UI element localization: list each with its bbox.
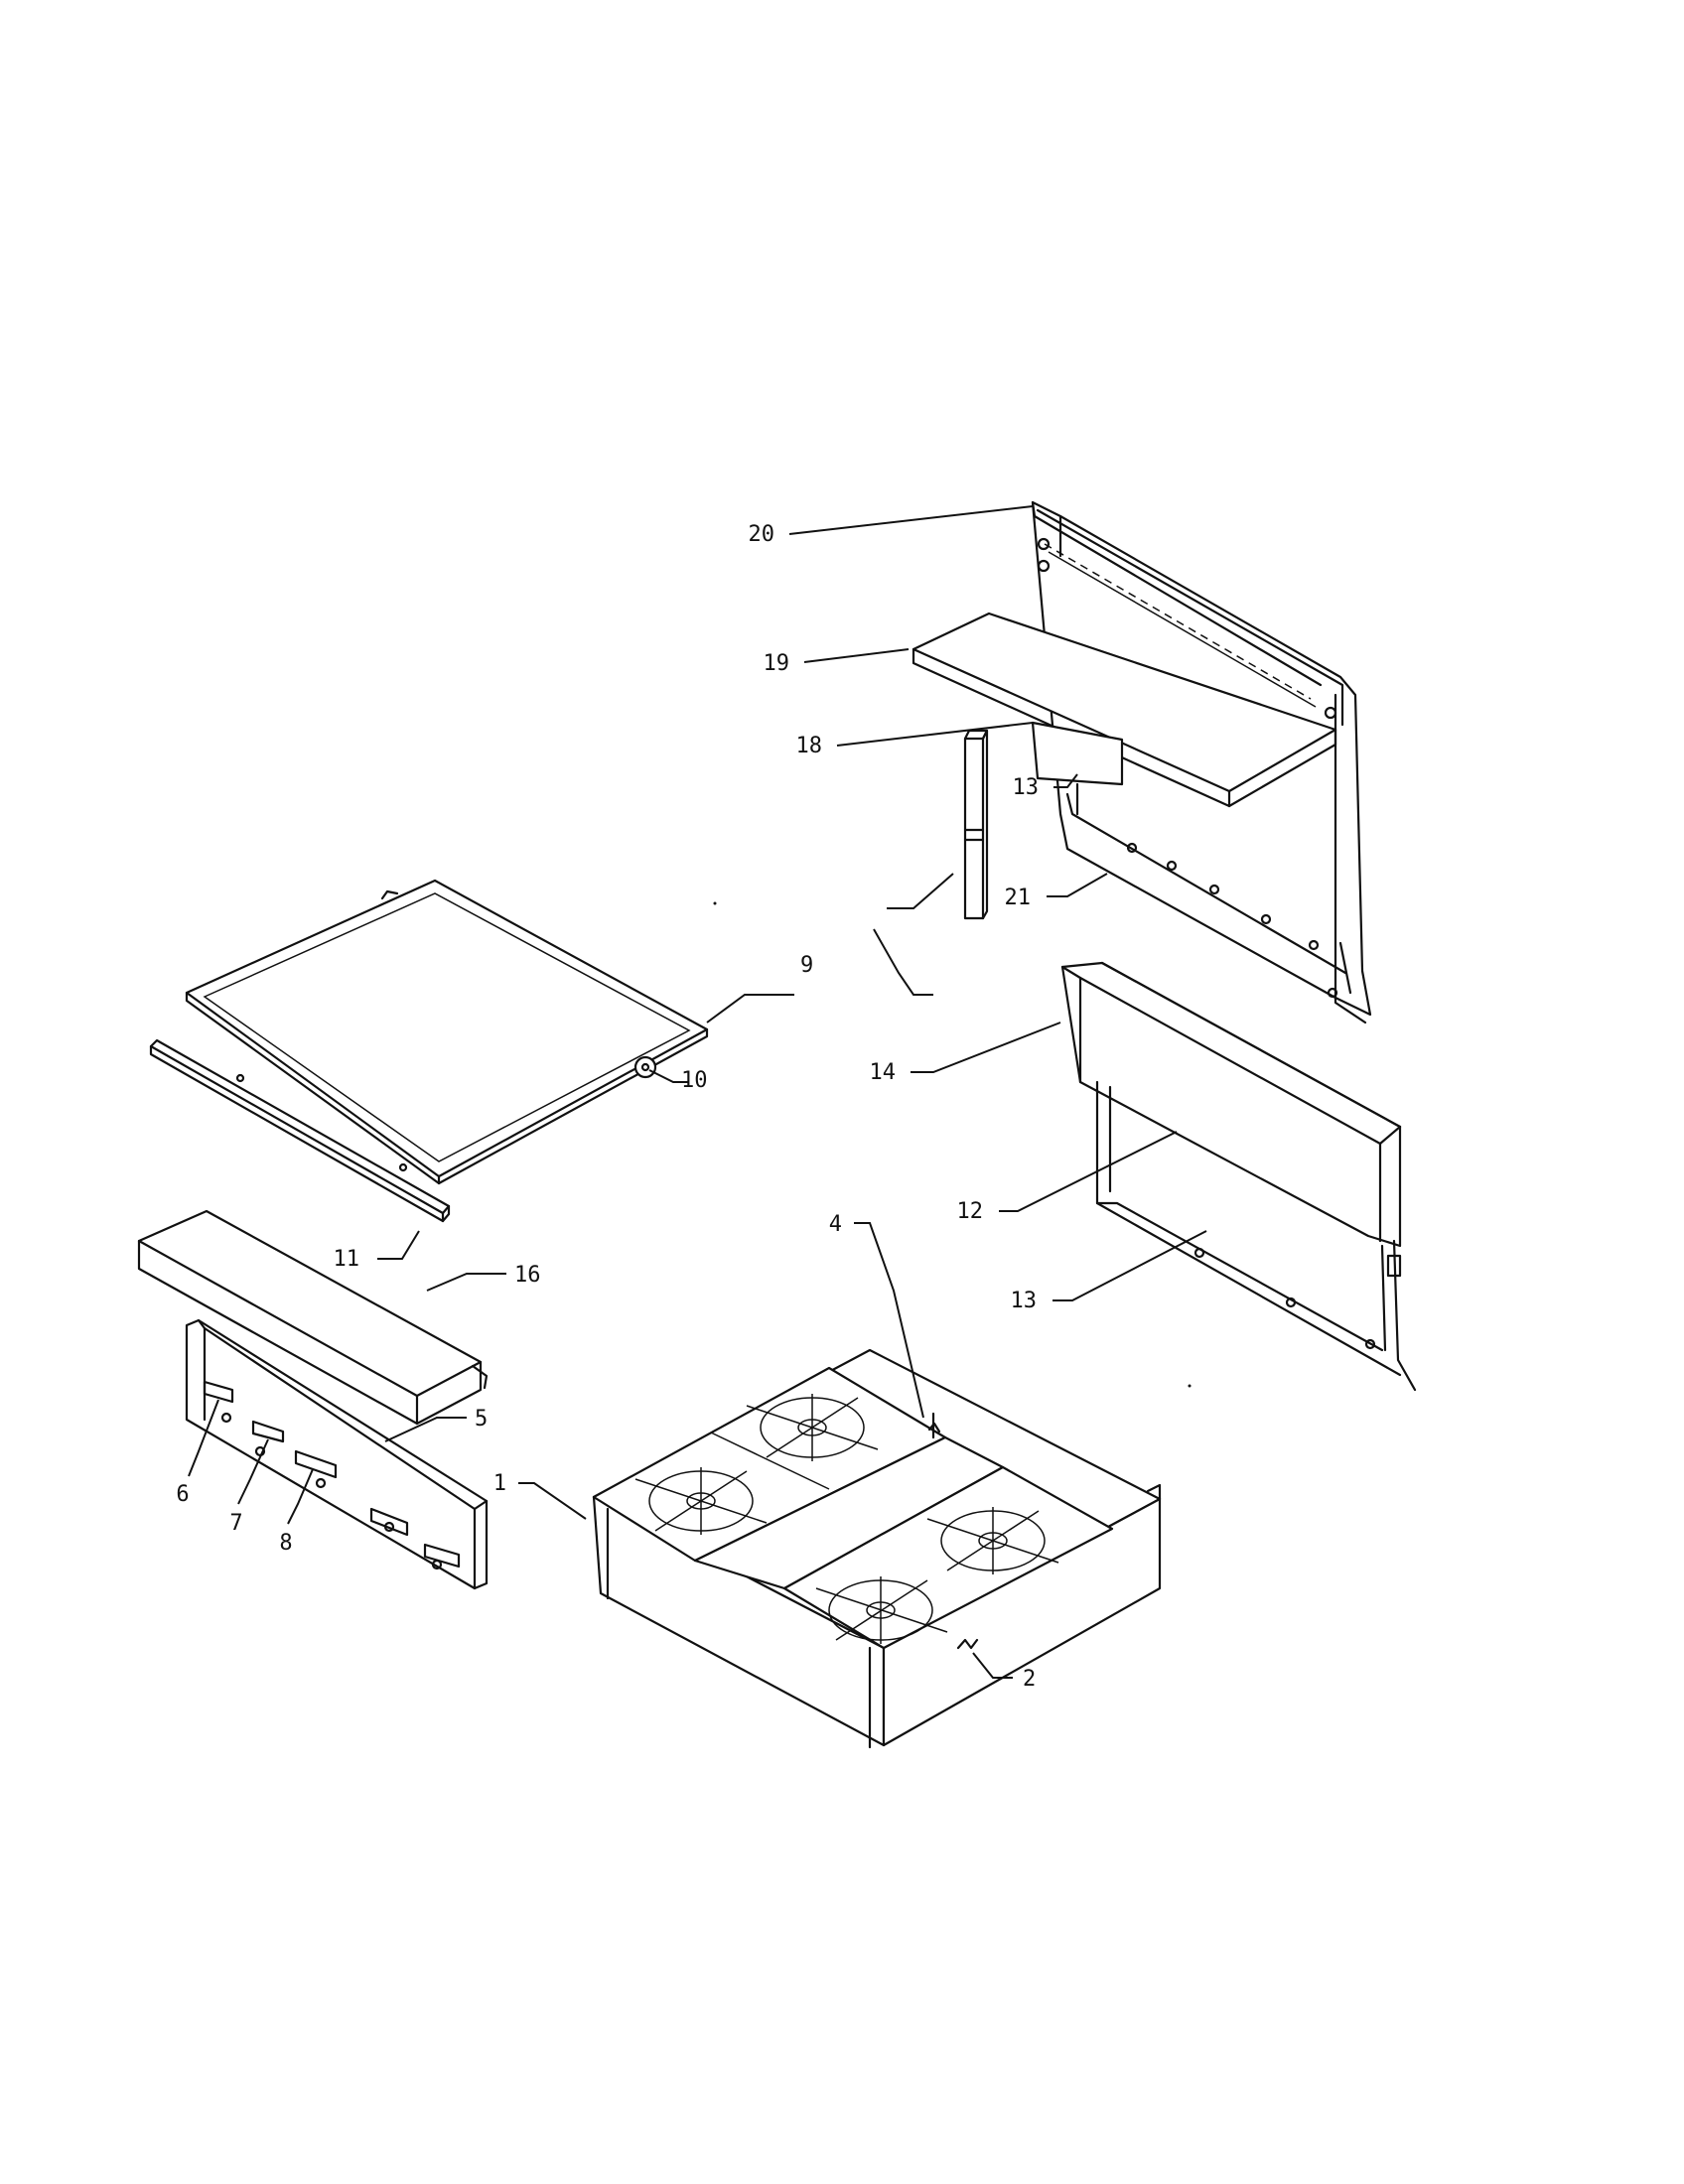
callout-8: 8: [279, 1531, 292, 1556]
control-panel-assembly: [185, 1318, 489, 1590]
callout-12: 12: [957, 1199, 984, 1224]
callout-9: 9: [800, 953, 813, 978]
leader-lines: [188, 505, 1207, 1679]
callout-2: 2: [1023, 1667, 1036, 1692]
stray-dot: [1188, 1384, 1192, 1388]
callout-5: 5: [475, 1407, 488, 1432]
rod-part-21: [963, 729, 989, 920]
trim-bar-part-16: [137, 1209, 489, 1426]
callout-20: 21: [1005, 886, 1032, 910]
callouts: 20 19 18 13 21 9 10 14 12 13 11 16 4 5 1…: [176, 522, 1039, 1692]
callout-13-upper: 13: [1013, 775, 1040, 800]
callout-11: 11: [334, 1247, 360, 1272]
burner-base-assembly: [592, 1348, 1162, 1749]
griddle-plate-assembly: [149, 879, 709, 1223]
callout-6: 6: [176, 1482, 189, 1507]
callout-17: 19: [764, 651, 790, 676]
callout-1: 1: [493, 1471, 506, 1496]
callout-13-lower: 13: [1011, 1289, 1038, 1313]
callout-10: 10: [681, 1068, 708, 1093]
callout-18: 18: [796, 734, 823, 758]
callout-19: 20: [749, 522, 775, 547]
callout-16: 16: [514, 1263, 541, 1288]
stray-dot: [713, 901, 717, 905]
riser-shelf-assembly: [912, 500, 1372, 1024]
callout-14: 14: [870, 1060, 897, 1085]
riser-panel-assembly: [1060, 961, 1417, 1392]
callout-7: 7: [229, 1511, 242, 1536]
callout-4: 4: [829, 1212, 842, 1237]
